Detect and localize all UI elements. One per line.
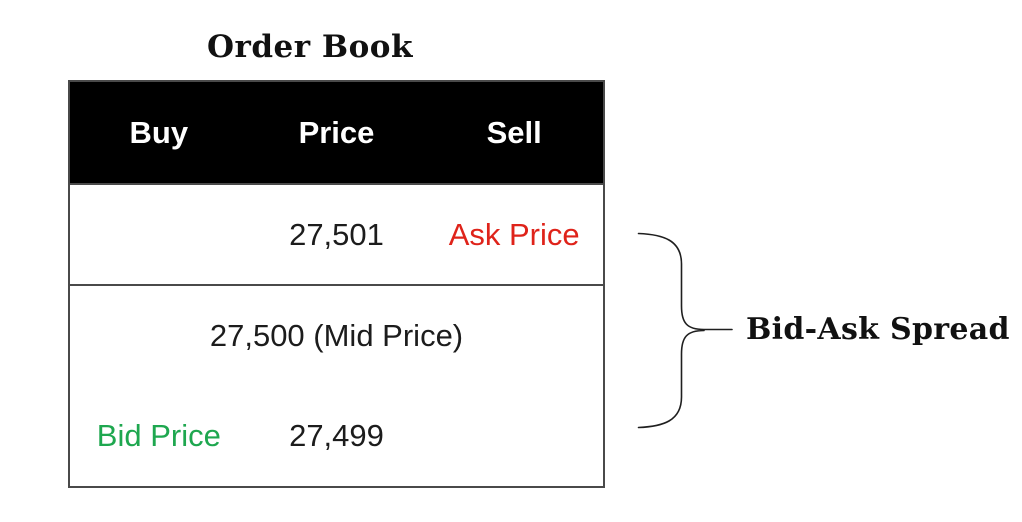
brace-path xyxy=(637,232,733,429)
bid-price-label: Bid Price xyxy=(96,417,221,453)
ask-price-value: 27,501 xyxy=(289,216,384,252)
bid-row: Bid Price 27,499 xyxy=(70,385,603,486)
table-header-row: Buy Price Sell xyxy=(70,82,603,183)
ask-price-label: Ask Price xyxy=(448,216,580,252)
header-cell-buy: Buy xyxy=(129,114,189,150)
ask-row: 27,501 Ask Price xyxy=(70,183,603,284)
spread-label: Bid-Ask Spread xyxy=(746,311,1010,347)
header-cell-sell: Sell xyxy=(486,114,542,150)
bid-price-value: 27,499 xyxy=(289,417,384,453)
order-book-table: Buy Price Sell 27,501 Ask Price 27,500 (… xyxy=(68,80,605,488)
mid-price-row: 27,500 (Mid Price) xyxy=(70,284,603,385)
header-cell-price: Price xyxy=(298,114,375,150)
diagram-title: Order Book xyxy=(207,29,413,65)
mid-price-value: 27,500 (Mid Price) xyxy=(209,317,464,353)
